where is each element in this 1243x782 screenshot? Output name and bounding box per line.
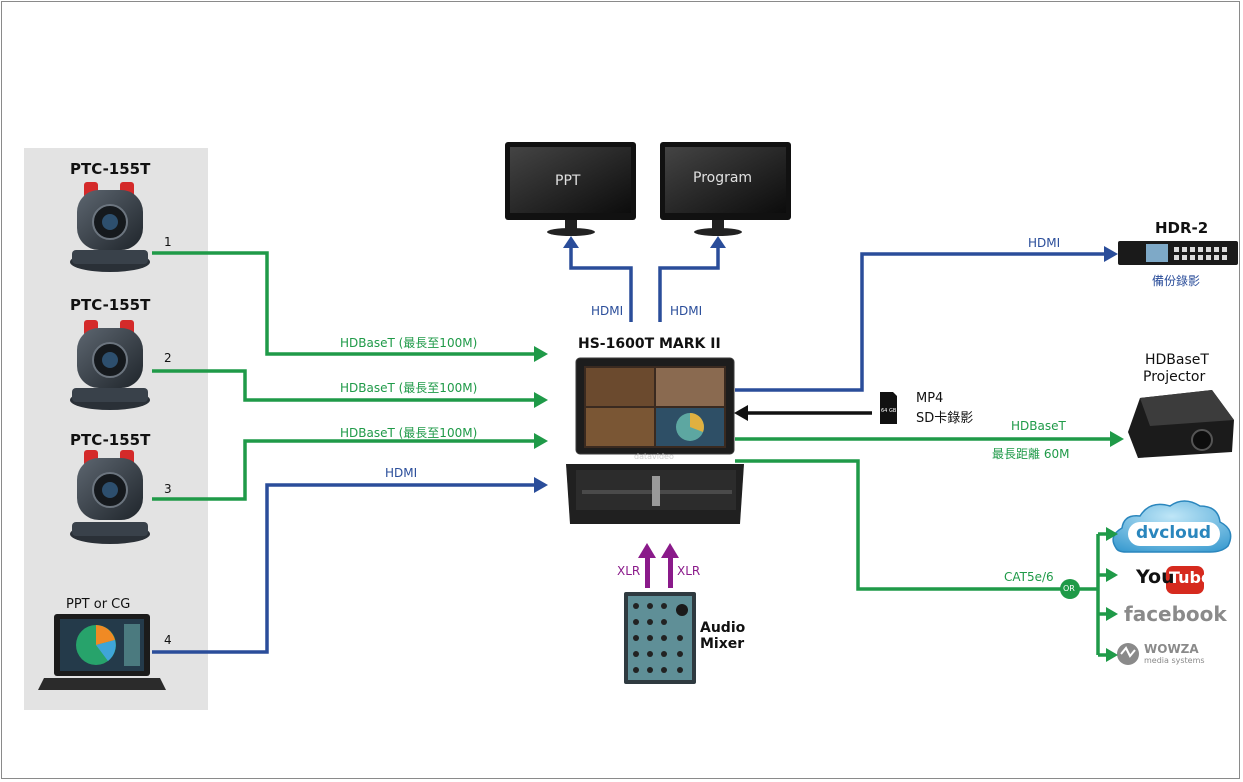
hdr-caption: 備份錄影 (1152, 274, 1201, 288)
xlr-left-arrowhead (638, 543, 656, 558)
link-camera-1 (152, 251, 536, 356)
arrow-sd-card (734, 405, 748, 421)
youtube-tube-text: Tube (1169, 568, 1212, 587)
arrow-laptop (534, 477, 548, 493)
link-camera-2 (152, 369, 536, 402)
link-camera-3 (152, 439, 536, 501)
link-ppt-monitor (569, 246, 633, 322)
ppt-monitor-label: PPT (555, 173, 581, 189)
arrow-ppt-monitor (563, 236, 579, 248)
camera-3-name: PTC-155T (70, 431, 151, 449)
hdmi-hdr-label: HDMI (1028, 236, 1061, 250)
arrow-wowza (1106, 648, 1118, 662)
xlr-right-shaft (668, 556, 673, 588)
projector-label-line1: HDBaseT (1145, 352, 1209, 368)
camera-3-icon (70, 450, 150, 544)
wowza-logo-text: WOWZA (1144, 642, 1199, 656)
xlr-left-shaft (645, 556, 650, 588)
link-hdr (735, 252, 1106, 392)
projector-icon (1128, 390, 1234, 458)
laptop-name: PPT or CG (66, 597, 131, 612)
camera-2-name: PTC-155T (70, 296, 151, 314)
dvcloud-logo-icon (1112, 500, 1232, 553)
xlr-right-label: XLR (677, 564, 701, 578)
dvcloud-logo-text: dvcloud (1136, 523, 1212, 543)
facebook-logo-text: facebook (1124, 602, 1227, 626)
switcher-device-icon (566, 357, 744, 524)
hdr-recorder-icon (1118, 241, 1238, 265)
port-3-label: 3 (164, 482, 172, 496)
switcher-name: HS-1600T MARK II (578, 336, 721, 352)
hdmi-ppt-label: HDMI (591, 304, 624, 318)
sd-label-line1: MP4 (916, 391, 944, 406)
wowza-logo-subtext: media systems (1144, 656, 1205, 665)
or-badge-label: OR (1063, 584, 1075, 593)
ppt-monitor-icon (505, 142, 636, 236)
camera-1-icon (70, 182, 150, 272)
program-monitor-icon (660, 142, 791, 236)
sd-card-icon (880, 392, 897, 424)
arrow-program-monitor (710, 236, 726, 248)
arrow-dvcloud (1106, 527, 1118, 541)
arrow-camera-1 (534, 346, 548, 362)
link-program-monitor (658, 246, 720, 322)
youtube-you-text: You (1136, 566, 1175, 588)
audio-mixer-icon (624, 592, 696, 684)
sd-label-line2: SD卡錄影 (916, 411, 974, 426)
camera-2-icon (70, 320, 150, 410)
switcher-brand: datavideo (634, 452, 674, 461)
hdbaset-label-1: HDBaseT (最長至100M) (340, 336, 478, 350)
arrow-camera-3 (534, 433, 548, 449)
hdmi-input-label: HDMI (385, 466, 418, 480)
xlr-left-label: XLR (617, 564, 641, 578)
hdmi-program-label: HDMI (670, 304, 703, 318)
hdbaset-label-3: HDBaseT (最長至100M) (340, 426, 478, 440)
arrow-youtube (1106, 568, 1118, 582)
xlr-right-arrowhead (661, 543, 679, 558)
port-4-label: 4 (164, 633, 172, 647)
or-badge (1060, 579, 1080, 599)
arrow-camera-2 (534, 392, 548, 408)
camera-1-name: PTC-155T (70, 160, 151, 178)
youtube-logo-icon (1166, 566, 1204, 594)
program-monitor-label: Program (693, 170, 753, 186)
arrow-facebook (1106, 607, 1118, 621)
projector-distance-label: 最長距離 60M (992, 447, 1070, 461)
sd-card-capacity: 64 GB (881, 408, 897, 414)
wowza-logo-icon (1117, 643, 1139, 665)
hdr-name: HDR-2 (1155, 219, 1209, 237)
hdbaset-label-2: HDBaseT (最長至100M) (340, 381, 478, 395)
port-1-label: 1 (164, 235, 172, 249)
cat-cable-label: CAT5e/6 (1004, 570, 1054, 584)
laptop-icon (38, 614, 166, 690)
projector-label-line2: Projector (1143, 369, 1206, 385)
mixer-label-line1: Audio (700, 620, 746, 636)
link-streaming (735, 459, 1070, 591)
link-laptop (152, 483, 536, 654)
port-2-label: 2 (164, 351, 172, 365)
mixer-label-line2: Mixer (700, 636, 745, 652)
arrow-hdr (1104, 246, 1118, 262)
arrow-projector (1110, 431, 1124, 447)
projector-link-label: HDBaseT (1011, 419, 1066, 433)
